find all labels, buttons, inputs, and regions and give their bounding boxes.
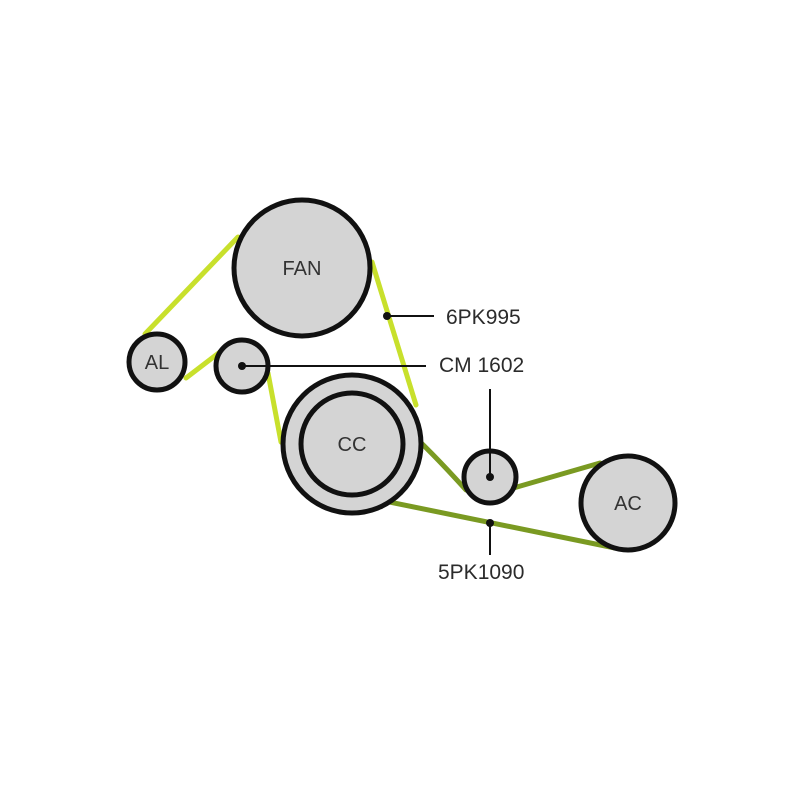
pulley-ac-label: AC bbox=[614, 493, 642, 515]
leader-lines bbox=[242, 315, 491, 555]
pulley-ac: AC bbox=[578, 453, 678, 553]
pulley-fan-label: FAN bbox=[283, 258, 322, 280]
pulley-cc-label: CC bbox=[338, 434, 367, 456]
pulley-fan: FAN bbox=[231, 197, 373, 339]
belt-5pk1090-label: 5PK1090 bbox=[438, 561, 525, 584]
belt-6pk995 bbox=[142, 234, 419, 445]
belt-6pk995-label: 6PK995 bbox=[446, 306, 521, 329]
pulley-al-label: AL bbox=[145, 352, 169, 374]
pulley-cc: CC bbox=[280, 372, 424, 516]
tensioner-cm1602-label: CM 1602 bbox=[439, 354, 525, 377]
pulley-al: AL bbox=[126, 331, 188, 393]
